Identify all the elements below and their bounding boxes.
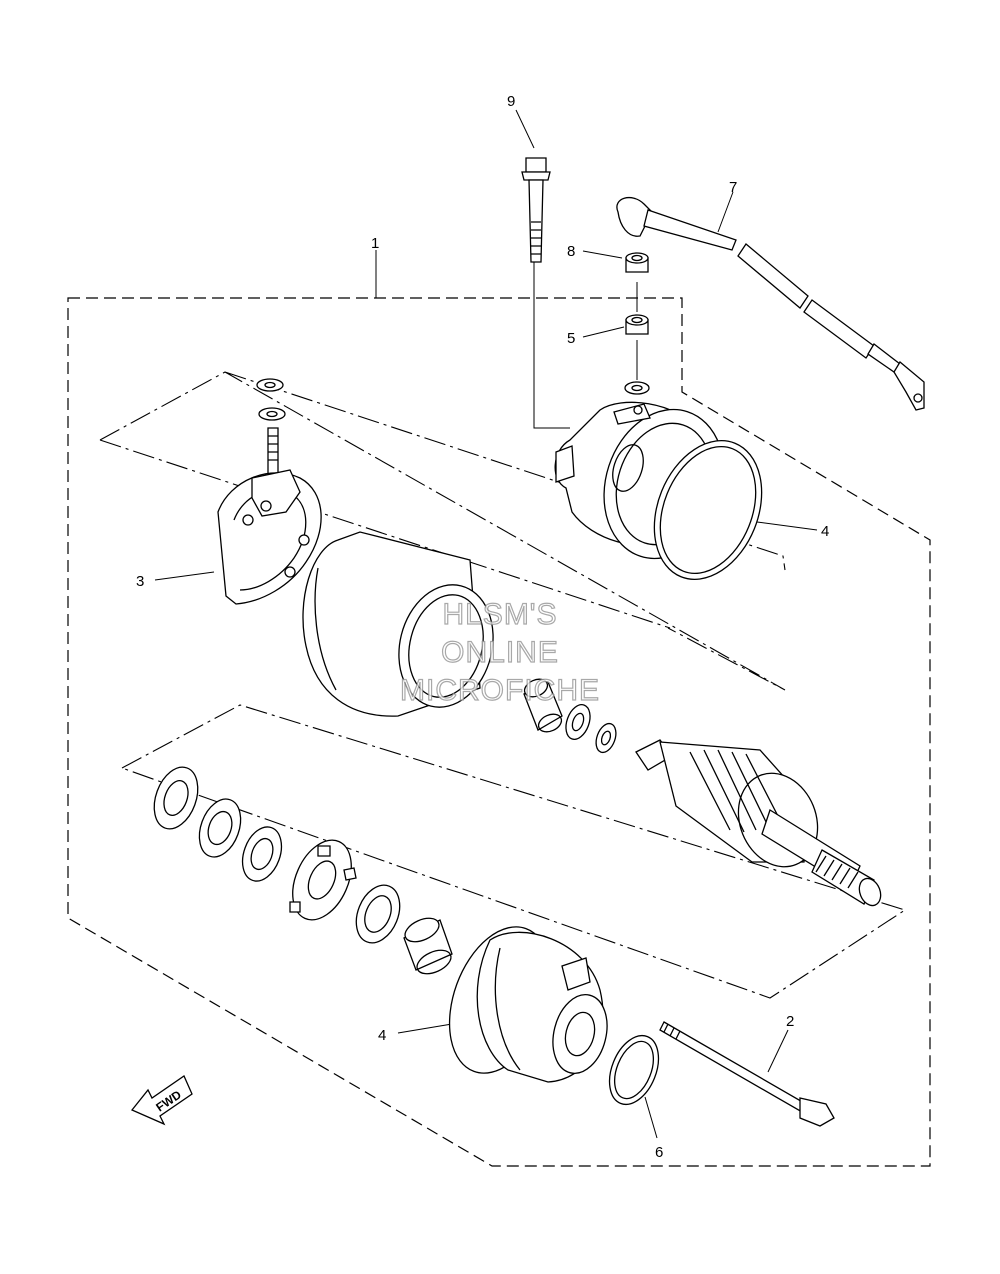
shim-1 <box>153 766 199 830</box>
assembly-boundary-dashed <box>67 297 931 1167</box>
upper-alignment-plane <box>99 371 786 691</box>
brush-holder-part-3 <box>217 378 322 605</box>
shim-2 <box>198 798 242 858</box>
needle-bearing <box>403 917 453 975</box>
callout-4-upper: 4 <box>821 523 829 540</box>
rear-cover <box>476 931 608 1083</box>
through-bolt-part-2 <box>659 1021 835 1127</box>
callout-1: 1 <box>371 235 379 252</box>
lock-washer <box>289 839 357 921</box>
callout-8: 8 <box>567 243 575 260</box>
nut-part-8 <box>625 252 649 273</box>
oil-seal <box>355 884 401 944</box>
callout-6: 6 <box>655 1144 663 1161</box>
long-bolt-part-9 <box>521 157 551 263</box>
yoke-housing <box>302 531 494 717</box>
washer-a <box>565 704 591 740</box>
nut-part-5 <box>625 314 649 335</box>
fwd-arrow: FWD <box>130 1075 193 1126</box>
callout-5: 5 <box>567 330 575 347</box>
o-ring-upper-part-4 <box>653 440 763 580</box>
callout-9: 9 <box>507 93 515 110</box>
armature <box>635 739 882 907</box>
leader-lines <box>154 109 818 1139</box>
lower-alignment-plane <box>121 704 907 999</box>
callout-4-lower: 4 <box>378 1027 386 1044</box>
cable-lead-part-7 <box>616 196 925 411</box>
callout-7: 7 <box>729 179 737 196</box>
callout-2: 2 <box>786 1013 794 1030</box>
washer-small <box>624 381 650 395</box>
bushing <box>523 678 563 733</box>
callout-3: 3 <box>136 573 144 590</box>
o-ring-part-6 <box>608 1034 660 1106</box>
shim-3 <box>241 826 283 882</box>
washer-b <box>595 722 617 754</box>
